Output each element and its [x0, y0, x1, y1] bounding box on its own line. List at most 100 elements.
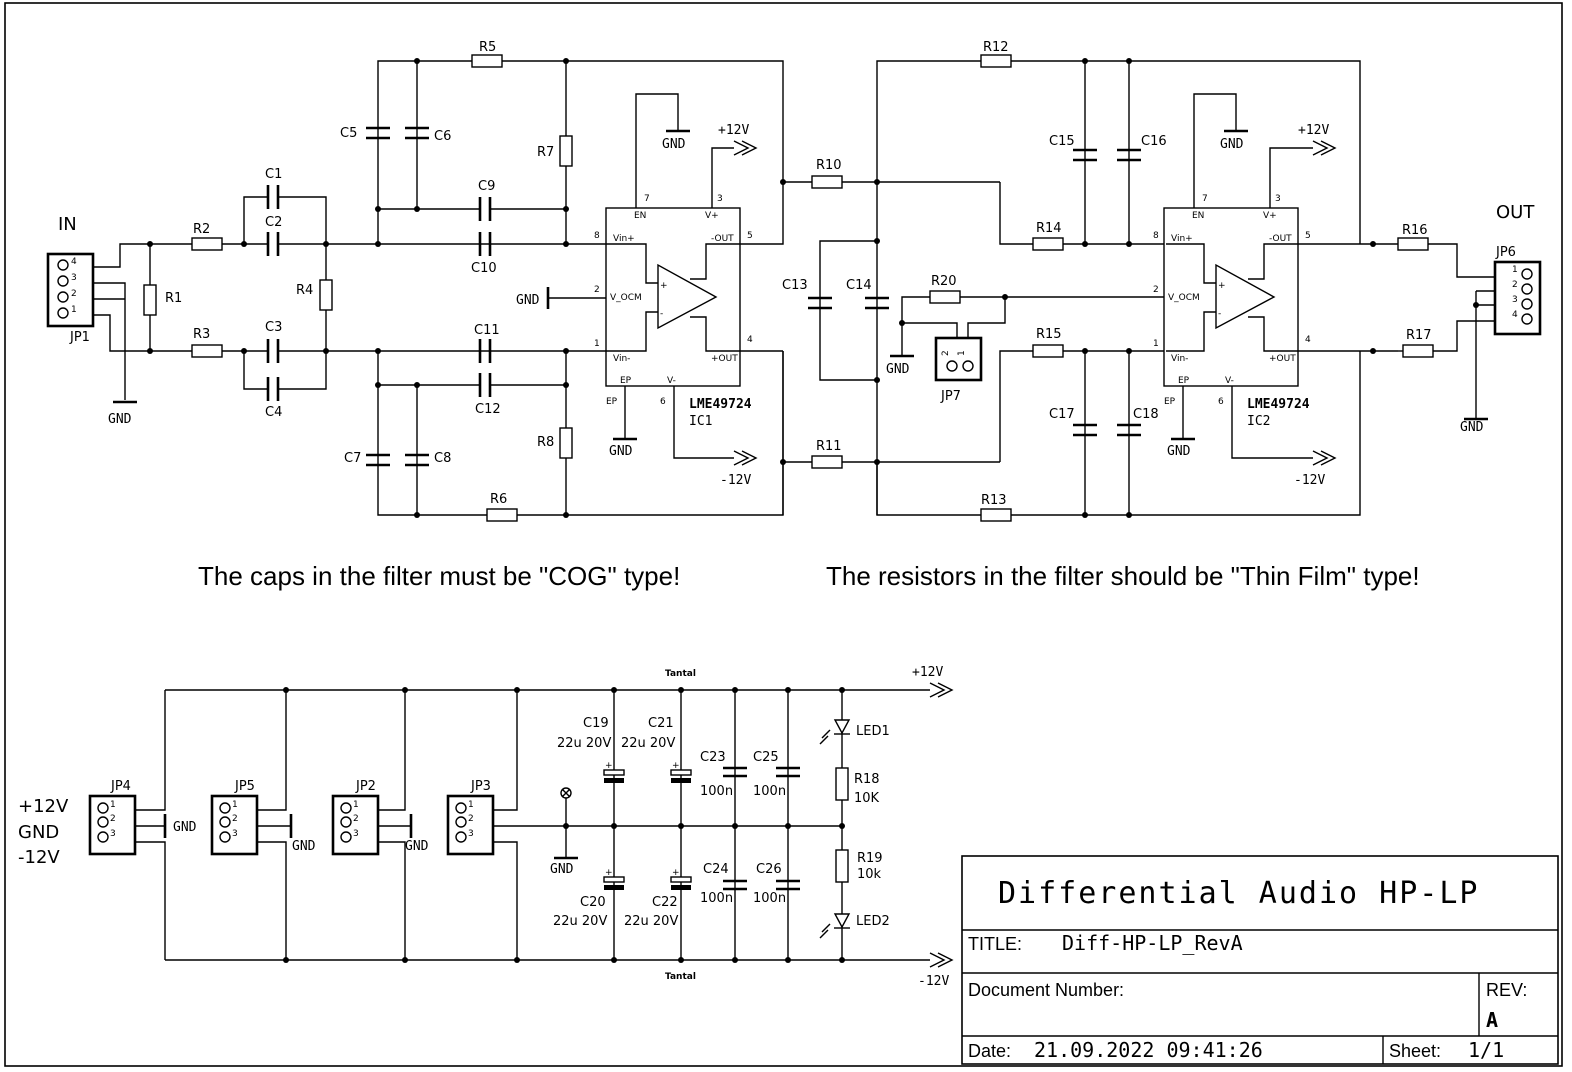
svg-text:C16: C16 [1141, 134, 1167, 149]
svg-text:-OUT: -OUT [711, 234, 734, 244]
svg-text:Date:: Date: [968, 1041, 1011, 1061]
svg-text:22u 20V: 22u 20V [624, 914, 678, 929]
svg-text:3: 3 [1512, 295, 1518, 305]
svg-text:GND: GND [1167, 444, 1191, 459]
svg-text:R10: R10 [816, 158, 842, 173]
svg-text:Tantal: Tantal [665, 669, 696, 679]
svg-text:3: 3 [1275, 194, 1281, 204]
svg-text:-12V: -12V [18, 847, 60, 868]
svg-text:V+: V+ [705, 211, 719, 221]
r3 [191, 344, 223, 358]
svg-text:-12V: -12V [1294, 473, 1325, 488]
svg-text:100n: 100n [700, 891, 733, 906]
r7 [559, 135, 573, 167]
svg-text:JP2: JP2 [355, 779, 376, 794]
svg-text:1/1: 1/1 [1468, 1038, 1504, 1062]
svg-text:TITLE:: TITLE: [968, 934, 1022, 954]
svg-text:1: 1 [1512, 265, 1518, 275]
gnd-label: GND [108, 412, 132, 427]
r1 [143, 284, 157, 316]
svg-text:EP: EP [1178, 376, 1190, 386]
svg-text:+: + [672, 761, 680, 771]
svg-text:R12: R12 [983, 40, 1009, 55]
jp4-connector: 1 2 3 JP4 GND [88, 690, 197, 960]
r16 [1397, 237, 1429, 251]
svg-text:C19: C19 [583, 716, 609, 731]
svg-text:JP5: JP5 [234, 779, 255, 794]
svg-text:R4: R4 [296, 283, 313, 298]
r4 [319, 279, 333, 311]
svg-text:JP7: JP7 [940, 389, 961, 404]
r13 [980, 508, 1012, 522]
svg-text:R14: R14 [1036, 221, 1062, 236]
svg-text:C17: C17 [1049, 407, 1075, 422]
svg-text:V_OCM: V_OCM [610, 293, 642, 303]
svg-text:2: 2 [110, 814, 116, 824]
jp1-pins: 4 3 2 1 [57, 257, 77, 319]
svg-text:V+: V+ [1263, 211, 1277, 221]
r2 [191, 237, 223, 251]
svg-text:C20: C20 [580, 895, 606, 910]
svg-text:Vin-: Vin- [613, 354, 630, 364]
svg-text:C22: C22 [652, 895, 678, 910]
svg-text:22u 20V: 22u 20V [621, 736, 675, 751]
svg-text:2: 2 [1512, 280, 1518, 290]
jp7-connector [934, 336, 983, 382]
jp2-connector: 1 2 3 JP2 GND [331, 687, 429, 963]
svg-text:GND: GND [609, 444, 633, 459]
svg-text:C21: C21 [648, 716, 674, 731]
svg-text:R17: R17 [1406, 328, 1432, 343]
svg-text:LME49724: LME49724 [1247, 397, 1310, 412]
svg-text:C25: C25 [753, 750, 779, 765]
svg-text:7: 7 [1202, 194, 1208, 204]
svg-text:6: 6 [660, 397, 666, 407]
filter-stage-2: R10 R11 R12 C15 C16 R14 C13 C14 [780, 40, 1542, 522]
svg-text:GND: GND [1220, 137, 1244, 152]
svg-text:R19: R19 [857, 851, 883, 866]
svg-text:GND: GND [1460, 420, 1484, 435]
svg-text:JP6: JP6 [1495, 245, 1516, 260]
svg-text:-12V: -12V [720, 473, 751, 488]
svg-text:-: - [1218, 309, 1221, 319]
svg-text:10K: 10K [854, 791, 880, 806]
svg-text:JP3: JP3 [470, 779, 491, 794]
svg-text:+12V: +12V [718, 123, 749, 138]
svg-text:+12V: +12V [912, 665, 943, 680]
svg-text:3: 3 [232, 829, 238, 839]
title-block: Differential Audio HP-LP TITLE: Diff-HP-… [961, 855, 1559, 1065]
svg-text:1: 1 [468, 800, 474, 810]
svg-text:R2: R2 [193, 222, 210, 237]
svg-text:+12V: +12V [1298, 123, 1329, 138]
svg-text:+: + [1218, 281, 1226, 291]
svg-text:3: 3 [353, 829, 359, 839]
svg-text:GND: GND [18, 822, 59, 843]
svg-text:+: + [660, 281, 668, 291]
r14 [1032, 237, 1064, 251]
svg-text:Sheet:: Sheet: [1389, 1041, 1441, 1061]
svg-text:C7: C7 [344, 451, 361, 466]
svg-text:IC2: IC2 [1247, 414, 1270, 429]
svg-text:3: 3 [468, 829, 474, 839]
svg-text:3: 3 [717, 194, 723, 204]
svg-text:+: + [605, 761, 613, 771]
svg-text:C4: C4 [265, 405, 282, 420]
svg-text:5: 5 [1305, 231, 1311, 241]
svg-text:R11: R11 [816, 439, 842, 454]
project-title: Differential Audio HP-LP [998, 876, 1479, 911]
svg-text:2: 2 [594, 285, 600, 295]
svg-text:4: 4 [1305, 335, 1311, 345]
svg-text:R5: R5 [479, 40, 496, 55]
svg-text:C13: C13 [782, 278, 808, 293]
svg-text:C15: C15 [1049, 134, 1075, 149]
svg-text:Vin+: Vin+ [613, 234, 635, 244]
svg-text:1: 1 [110, 800, 116, 810]
r20 [929, 290, 961, 304]
svg-text:8: 8 [594, 231, 600, 241]
filter-stage-1: IN 4 3 2 1 JP1 GND R1 R2 R3 [46, 40, 784, 522]
r6 [486, 508, 518, 522]
svg-text:C11: C11 [474, 323, 500, 338]
svg-text:1: 1 [957, 350, 967, 356]
svg-text:7: 7 [644, 194, 650, 204]
power-section: +12V GND -12V +12V -12V 1 2 3 JP4 GND 1 [18, 665, 953, 989]
svg-text:+OUT: +OUT [711, 354, 738, 364]
